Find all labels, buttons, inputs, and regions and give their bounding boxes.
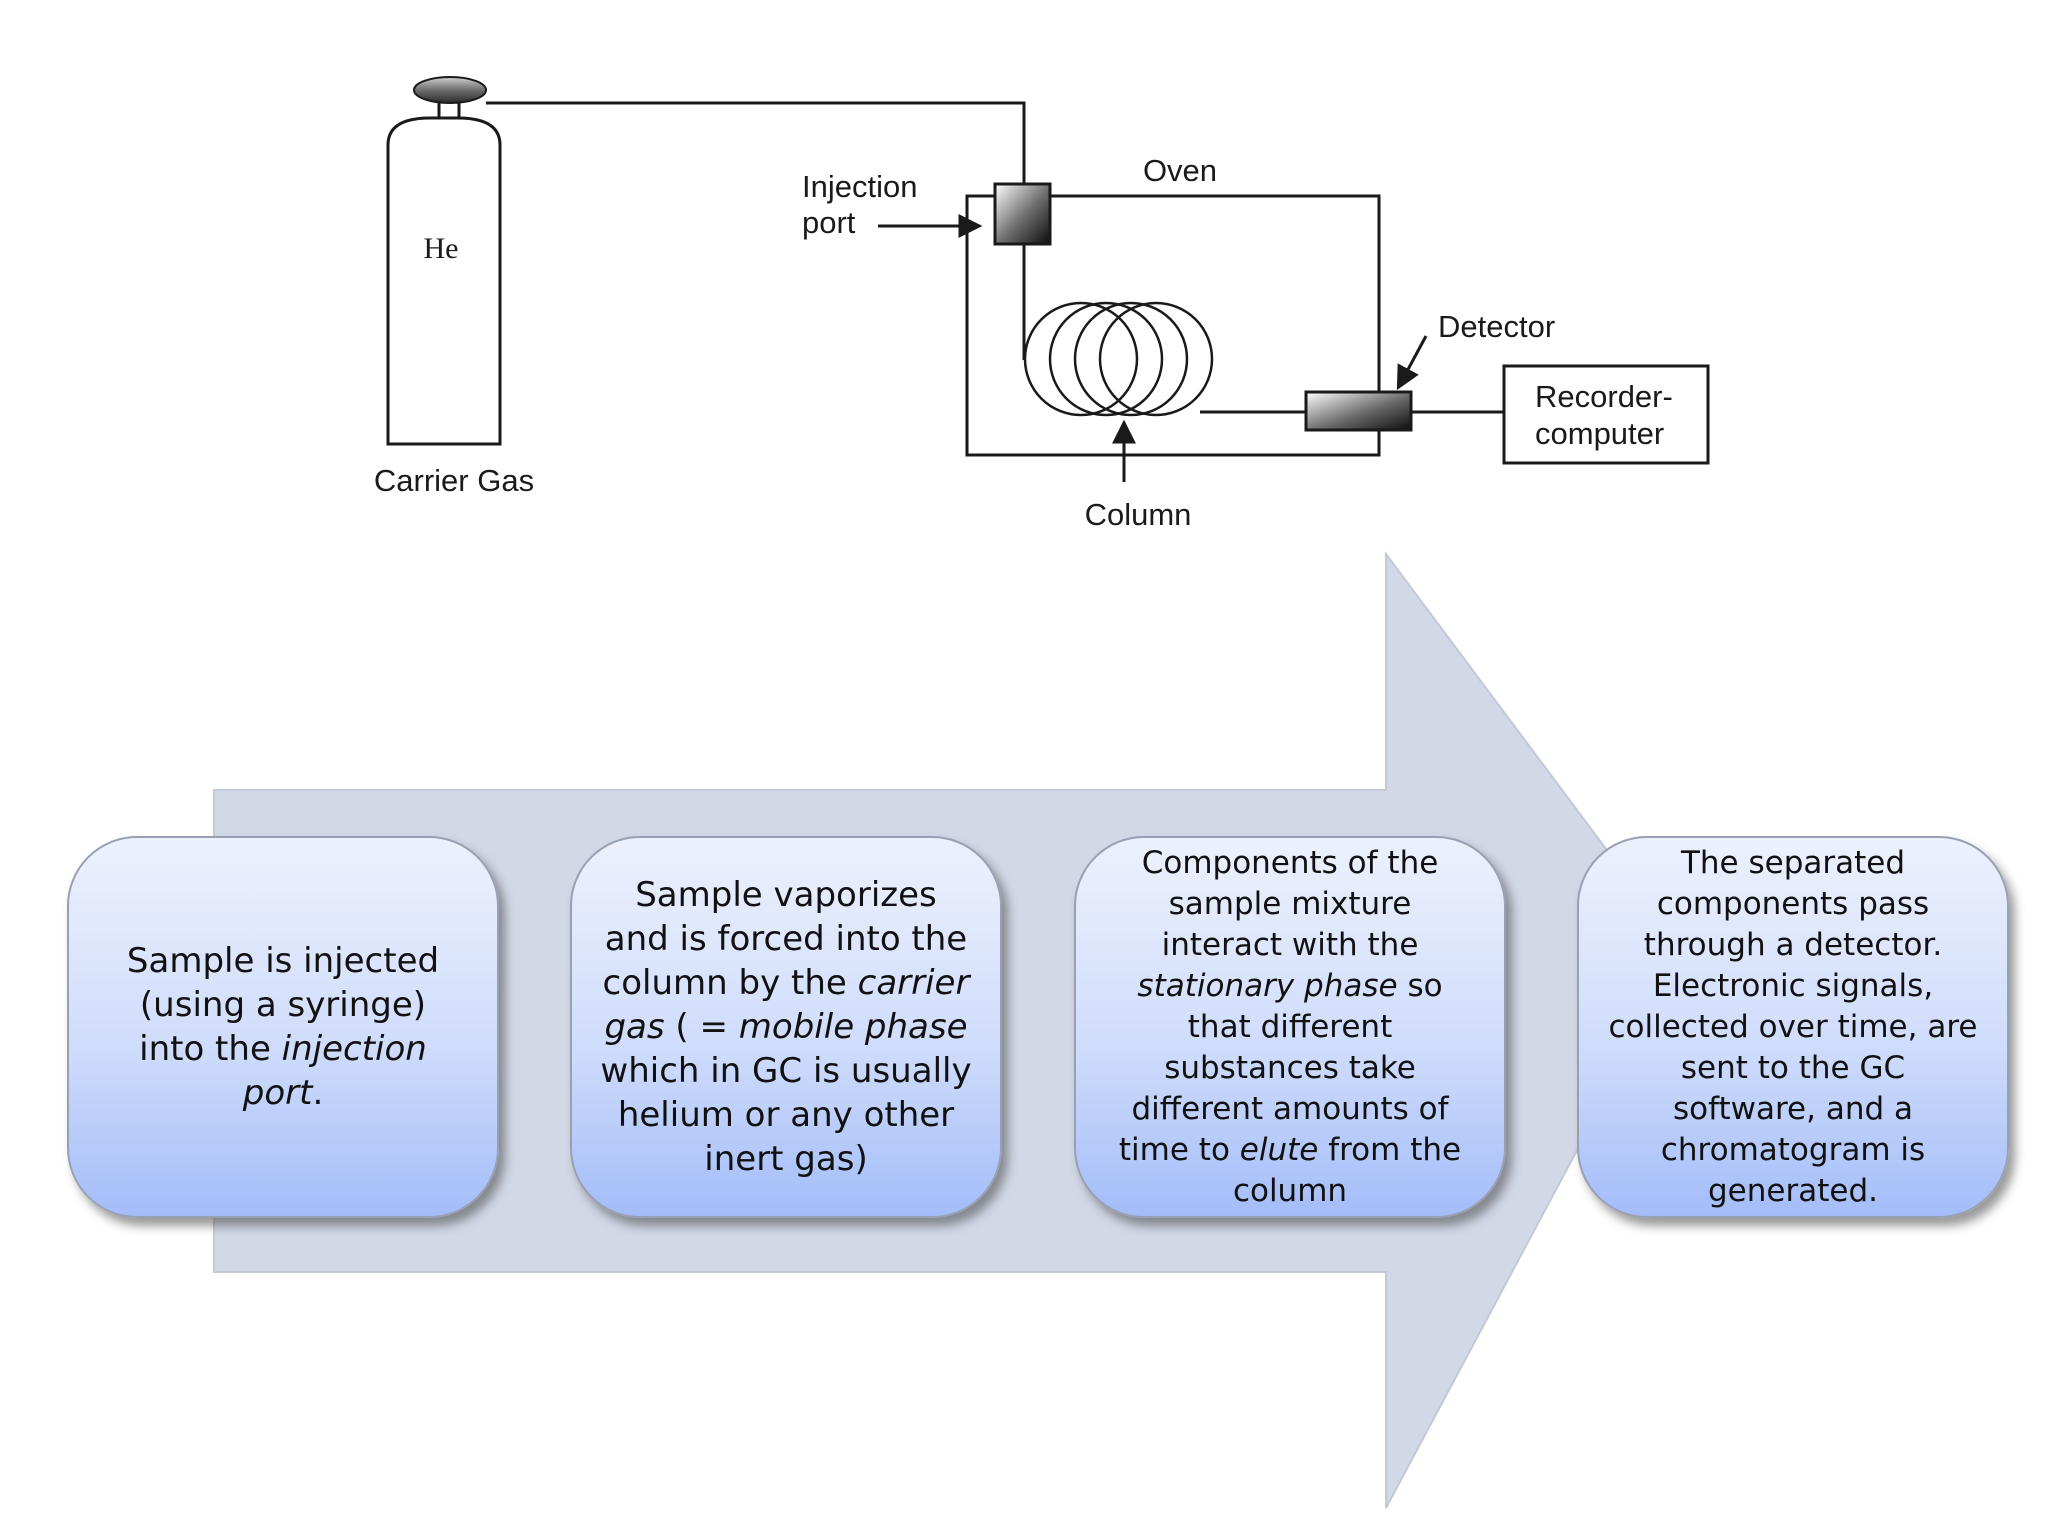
oven-label: Oven [1143, 153, 1217, 188]
step-box-inject: Sample is injected (using a syringe) int… [67, 836, 499, 1218]
detector-block [1304, 390, 1413, 432]
gas-cylinder [386, 103, 502, 446]
cylinder-gas-label: He [424, 232, 459, 265]
cylinder-valve-icon [413, 76, 487, 104]
step-text: Sample is injected (using a syringe) int… [126, 941, 440, 1113]
carrier-gas-label: Carrier Gas [374, 463, 534, 498]
recorder-label-line1: Recorder- [1535, 379, 1673, 414]
step-box-detect: The separated components pass through a … [1577, 836, 2009, 1218]
step-text: The separated components pass through a … [1608, 844, 1978, 1209]
gas-line [486, 101, 1026, 186]
injection-port-label-line2: port [802, 205, 856, 240]
detector-label: Detector [1438, 309, 1555, 344]
recorder-label-line2: computer [1535, 416, 1664, 451]
recorder-box [1502, 364, 1710, 465]
emphasized-term: elute [1239, 1131, 1319, 1168]
oven-enclosure [965, 194, 1381, 457]
emphasized-term: stationary phase [1137, 967, 1398, 1004]
step-box-separate: Components of the sample mixture interac… [1074, 836, 1506, 1218]
emphasized-term: mobile phase [738, 1007, 968, 1047]
step-text: Components of the sample mixture interac… [1118, 844, 1462, 1209]
detector-pointer-arrow [1396, 335, 1428, 391]
emphasized-term: carrier gas [604, 963, 970, 1047]
column-label: Column [1085, 497, 1192, 532]
step-box-vaporize: Sample vaporizes and is forced into the … [570, 836, 1002, 1218]
column-coil [1023, 301, 1214, 417]
injection-port-block [993, 182, 1052, 246]
injection-port-label-line1: Injection [802, 169, 917, 204]
step-text: Sample vaporizes and is forced into the … [600, 875, 972, 1179]
emphasized-term: injection port [242, 1029, 427, 1113]
